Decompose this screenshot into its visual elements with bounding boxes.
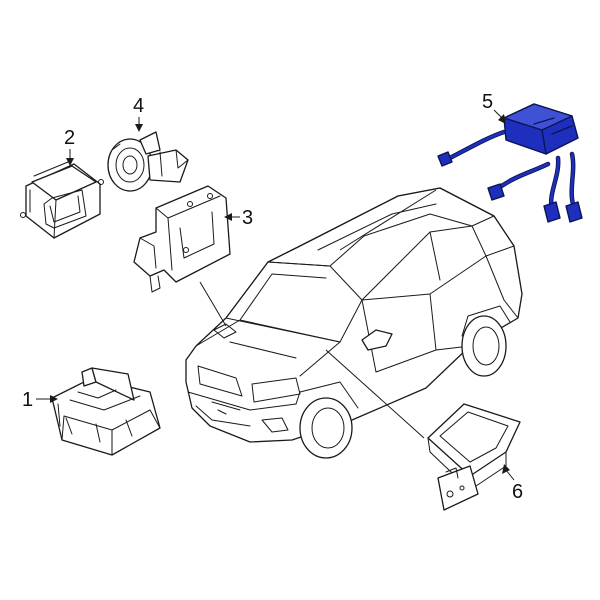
callout-5-label: 5 [482, 91, 493, 113]
callout-5: 5 [482, 91, 506, 124]
callout-2-arrow [66, 158, 74, 166]
part-2-module[interactable] [20, 161, 104, 239]
callout-5-arrow [498, 114, 506, 124]
leader-part6-car [325, 349, 425, 439]
leader-part3-car [199, 281, 227, 327]
callout-2-label: 2 [64, 127, 75, 149]
part-3-bracket[interactable] [133, 185, 231, 293]
callout-1: 1 [22, 389, 58, 411]
hood-component [213, 323, 237, 339]
part-6-sensor-module[interactable] [427, 403, 521, 511]
callout-1-arrow [50, 395, 58, 403]
part-5-module-harness[interactable] [437, 103, 583, 223]
callout-6-label: 6 [512, 481, 523, 503]
callout-4-label: 4 [133, 95, 144, 117]
callout-3-label: 3 [242, 207, 253, 229]
leader-part5-car [339, 189, 437, 251]
callout-2: 2 [64, 127, 75, 166]
vehicle [185, 187, 523, 459]
callout-3: 3 [224, 207, 253, 229]
callout-5-leader [493, 109, 503, 119]
part-4-horn[interactable] [107, 131, 189, 192]
callout-1-label: 1 [22, 389, 33, 411]
callout-4: 4 [133, 95, 144, 132]
callout-3-arrow [224, 213, 232, 221]
callout-6-arrow [502, 464, 510, 474]
callout-6: 6 [502, 464, 523, 503]
callout-4-arrow [135, 124, 143, 132]
callout-6-leader [505, 469, 515, 481]
part-1-bracket[interactable] [51, 367, 161, 456]
